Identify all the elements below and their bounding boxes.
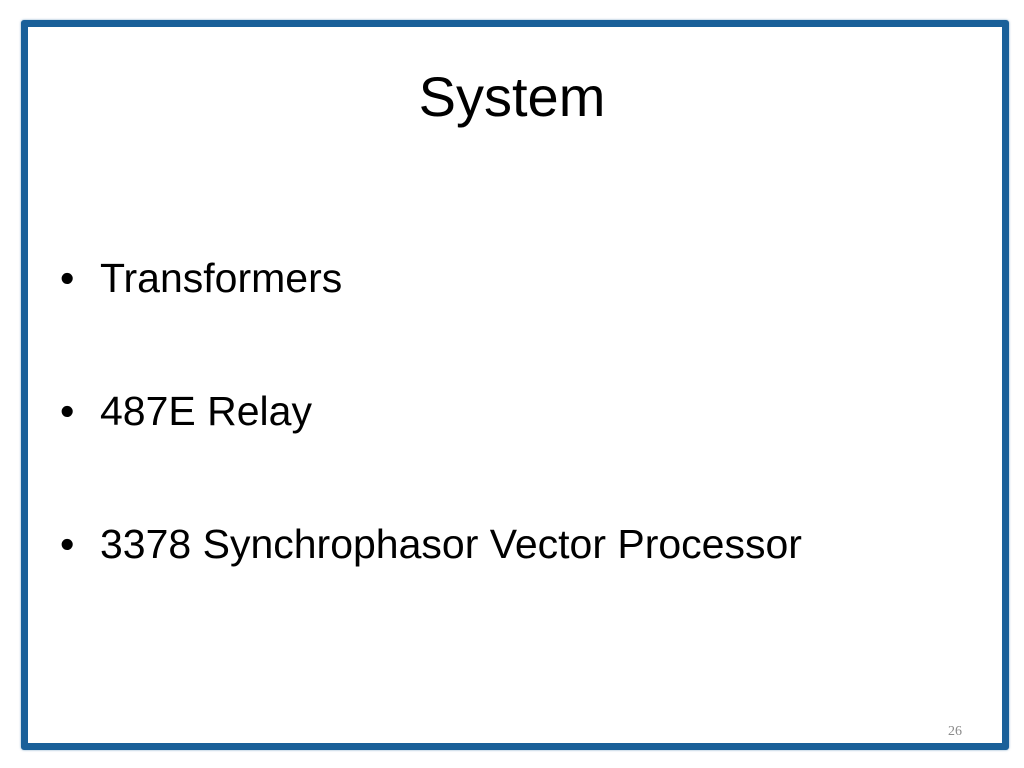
slide-title: System (418, 65, 606, 128)
bullet-icon: • (60, 521, 75, 567)
bullet-text: Transformers (100, 255, 343, 301)
bullet-item-3378-synchrophasor: • 3378 Synchrophasor Vector Processor (60, 516, 802, 576)
bullet-item-487e-relay: • 487E Relay (60, 383, 802, 516)
bullet-icon: • (60, 388, 75, 434)
bullet-icon: • (60, 255, 75, 301)
slide-frame (21, 20, 1009, 750)
slide-page-number: 26 (948, 724, 962, 739)
bullet-list: • Transformers • 487E Relay • 3378 Synch… (60, 250, 802, 576)
bullet-text: 3378 Synchrophasor Vector Processor (100, 521, 802, 567)
bullet-item-transformers: • Transformers (60, 250, 802, 383)
bullet-text: 487E Relay (100, 388, 312, 434)
